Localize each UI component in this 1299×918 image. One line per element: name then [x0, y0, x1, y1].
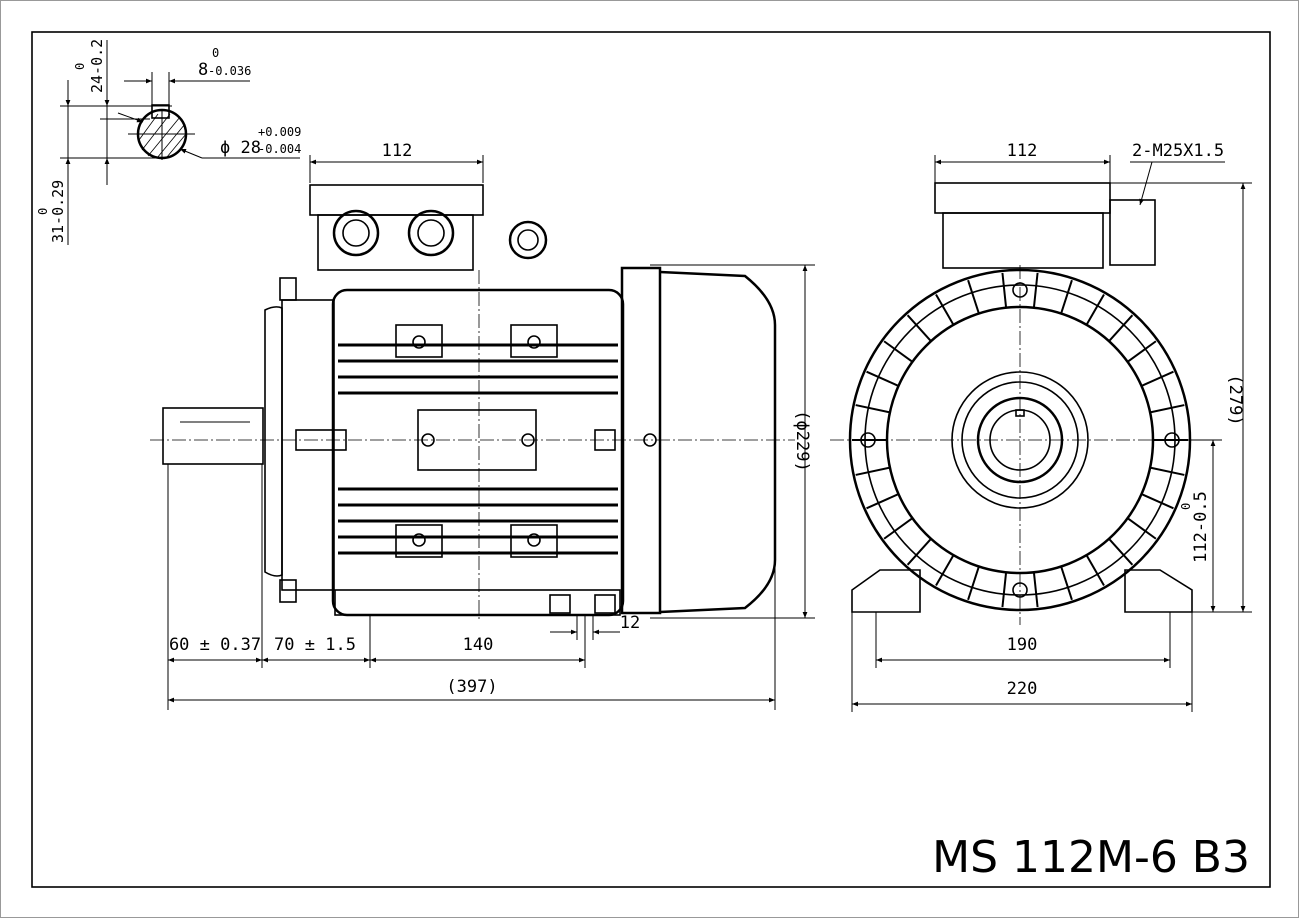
key-height-upper-tolerance: 0: [36, 208, 50, 215]
foot-hole-label: 12: [620, 613, 640, 633]
motor-foot: [334, 589, 621, 616]
left-foot: [851, 569, 921, 613]
cable-gland: [407, 209, 455, 257]
front-cable-gland: [1109, 199, 1156, 266]
frame-rib: [1149, 466, 1185, 476]
frame-rib: [1001, 272, 1008, 308]
fan-cover: [659, 270, 777, 614]
motor-front-view: [830, 182, 1205, 625]
overall-height-label: (279): [1225, 374, 1245, 425]
side-terminal-box-width: 112: [382, 141, 413, 161]
frame-rib: [967, 279, 980, 314]
frame-rib: [855, 466, 891, 476]
side-view-dimensions: [167, 155, 815, 710]
overall-length-label: (397): [446, 677, 497, 697]
frame-rib: [1085, 294, 1105, 326]
frame-rib: [906, 314, 932, 342]
frame-rib: [1001, 572, 1008, 608]
nameplate: [417, 409, 537, 471]
shaft-height-upper-tolerance: 0: [1179, 503, 1193, 510]
frame-rib: [1032, 572, 1039, 608]
frame-rib: [906, 538, 932, 566]
shaft-diameter-label: ϕ 28: [220, 138, 261, 158]
frame-rib: [935, 294, 955, 326]
frame-rib: [1141, 493, 1174, 510]
shaft-height-label: 112-0.5: [1191, 491, 1211, 563]
cable-gland: [332, 209, 380, 257]
shaft-length-label: 60 ± 0.37: [169, 635, 261, 655]
shoulder-to-foot-label: 70 ± 1.5: [274, 635, 356, 655]
motor-side-view: [150, 184, 795, 620]
key-width-lower-tolerance: -0.036: [208, 64, 251, 78]
front-foot-spacing-label: 190: [1007, 635, 1038, 655]
frame-rib: [1085, 554, 1105, 586]
side-foot-spacing-label: 140: [463, 635, 494, 655]
frame-rib: [883, 517, 913, 540]
front-terminal-box-width: 112: [1007, 141, 1038, 161]
body-diameter-label: (ϕ229): [792, 410, 812, 471]
frame-rib: [1060, 279, 1073, 314]
model-title: MS 112M-6 B3: [932, 832, 1250, 883]
frame-rib: [935, 554, 955, 586]
drawing-frame: [31, 31, 1271, 888]
shaft: [162, 407, 264, 465]
shaft-section-detail: [60, 40, 300, 245]
frame-rib: [1108, 314, 1134, 342]
key-depth-label: 24-0.2: [88, 39, 106, 93]
shaft-diameter-upper-tolerance: +0.009: [258, 125, 301, 139]
cable-gland-label: 2-M25X1.5: [1132, 141, 1224, 161]
key-width-label: 8: [198, 60, 208, 80]
shaft-diameter-lower-tolerance: -0.004: [258, 142, 301, 156]
front-view-dimensions: [851, 155, 1252, 712]
frame-rib: [1141, 370, 1174, 387]
frame-rib: [967, 566, 980, 601]
frame-rib: [1149, 404, 1185, 414]
frame-rib: [1127, 517, 1157, 540]
key-height-label: 31-0.29: [49, 180, 67, 243]
frame-rib: [1108, 538, 1134, 566]
frame-rib: [866, 493, 899, 510]
frame-rib: [1127, 340, 1157, 363]
frame-rib: [883, 340, 913, 363]
key-depth-upper-tolerance: 0: [73, 63, 87, 70]
frame-rib: [866, 370, 899, 387]
lifting-eye: [508, 220, 548, 260]
foot-width-label: 220: [1007, 679, 1038, 699]
key-width-upper-tolerance: 0: [212, 46, 219, 60]
frame-rib: [855, 404, 891, 414]
frame-rib: [1060, 566, 1073, 601]
frame-rib: [1032, 272, 1039, 308]
